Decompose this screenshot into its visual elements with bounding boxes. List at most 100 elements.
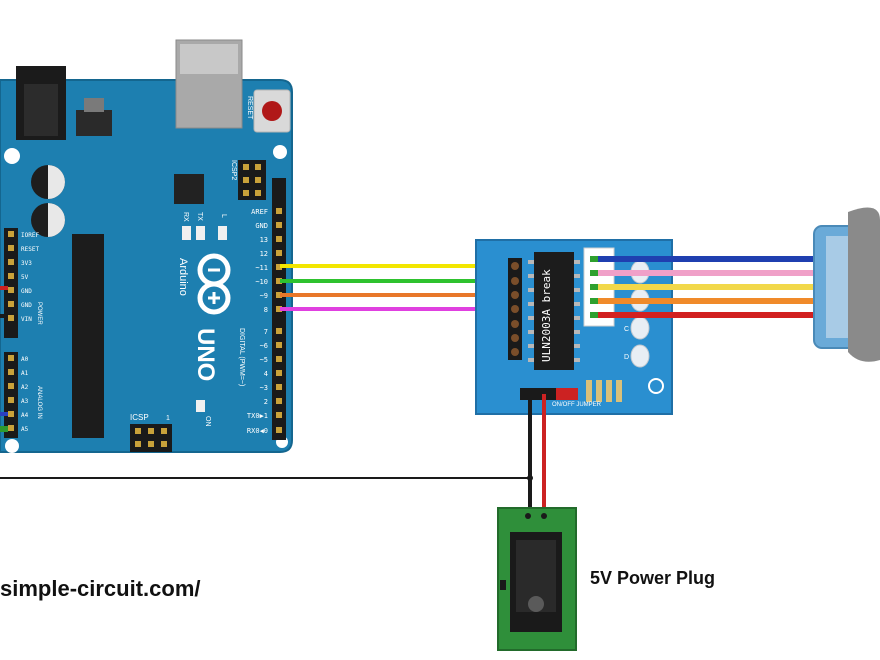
uln2003-driver-board: ULN2003A break ABCD ON/OFF JUMPER: [475, 239, 673, 415]
on-off-jumper-label: ON/OFF JUMPER: [552, 402, 602, 408]
power-plug-pad: [525, 513, 531, 519]
digital-pin-label: 2: [264, 398, 268, 406]
reset-button-cap: [262, 101, 282, 121]
stepper-motor: [813, 207, 880, 362]
digital-pin-label: ~10: [255, 278, 268, 286]
voltage-regulator: [76, 110, 112, 136]
digital-pin-label: 12: [260, 250, 268, 258]
analog-pin-label: A4: [21, 412, 29, 419]
arduino-logo: [197, 253, 231, 315]
dc-power-plug: [497, 507, 577, 651]
power-pin-label: IOREF: [21, 232, 39, 239]
digital-pin-socket: [276, 398, 282, 404]
digital-pin-label: ~6: [260, 342, 268, 350]
digital-label: DIGITAL (PWM=~): [238, 328, 245, 386]
l-led: [218, 226, 227, 240]
arduino-uno-board: RESET ICSP2 RX TX L Ardu: [0, 39, 293, 453]
digital-pin-socket: [276, 222, 282, 228]
arduino-brand-label: Arduino: [177, 258, 189, 296]
driver-logo-icon: [648, 378, 664, 394]
stepper-motor-body: [848, 207, 880, 362]
voltage-regulator-tab: [84, 98, 104, 112]
driver-led-group: ABCD: [624, 260, 650, 368]
power-plug-tab: [500, 580, 506, 590]
gnd-wire-stub: [0, 314, 8, 318]
power-pin-socket: [8, 287, 14, 293]
uln2003-chip: [534, 252, 574, 370]
digital-pin-socket: [276, 412, 282, 418]
power-header: [4, 228, 18, 338]
driver-led-label: C: [624, 326, 629, 333]
analog-pin-socket: [8, 411, 14, 417]
analog-pin-socket: [8, 383, 14, 389]
rx-label: RX: [182, 212, 189, 222]
power-pin-label: GND: [21, 302, 32, 309]
power-pin-socket: [8, 301, 14, 307]
power-pin-label: RESET: [21, 246, 39, 253]
tx-label: TX: [196, 212, 203, 221]
digital-pin-label: AREF: [251, 208, 268, 216]
digital-pin-socket: [276, 278, 282, 284]
digital-pin-label: 13: [260, 236, 268, 244]
a4-wire-stub: [0, 412, 8, 416]
resistor-array: [586, 380, 622, 402]
digital-pin-label: ~3: [260, 384, 268, 392]
motor-wires: [598, 256, 816, 318]
analog-pin-socket: [8, 425, 14, 431]
icsp-label: ICSP: [130, 413, 149, 422]
digital-pin-socket: [276, 208, 282, 214]
digital-pin-label: ~9: [260, 292, 268, 300]
digital-pin-label: TX0▶1: [247, 412, 268, 420]
analog-pin-label: A3: [21, 398, 29, 405]
analog-pin-label: A1: [21, 370, 29, 377]
website-label: simple-circuit.com/: [0, 576, 201, 601]
driver-power-header: [520, 388, 556, 400]
analog-pin-label: A2: [21, 384, 29, 391]
power-label: POWER: [36, 302, 42, 325]
power-plug-pad: [541, 513, 547, 519]
mounting-hole: [5, 439, 19, 453]
digital-pin-socket: [276, 342, 282, 348]
power-pin-socket: [8, 315, 14, 321]
power-pin-socket: [8, 245, 14, 251]
driver-led-label: D: [624, 354, 629, 361]
icsp-pin1-label: 1: [166, 415, 170, 422]
on-off-jumper: [556, 388, 578, 400]
power-plug-pin: [528, 596, 544, 612]
capacitor-marking: [48, 165, 65, 199]
power-pin-label: VIN: [21, 316, 32, 323]
power-wires: [0, 394, 546, 516]
digital-pin-label: 7: [264, 328, 268, 336]
digital-pin-socket: [276, 264, 282, 270]
icsp2-label: ICSP2: [230, 160, 237, 180]
analog-pin-socket: [8, 355, 14, 361]
power-pin-label: 5V: [21, 274, 29, 281]
analog-pin-socket: [8, 397, 14, 403]
5v-wire-stub: [0, 286, 8, 290]
usb-chip: [174, 174, 204, 204]
digital-pin-socket: [276, 306, 282, 312]
digital-pin-label: GND: [255, 222, 268, 230]
mounting-hole: [4, 148, 20, 164]
on-label: ON: [204, 416, 211, 427]
digital-pin-socket: [276, 370, 282, 376]
digital-pin-socket: [276, 384, 282, 390]
analog-pin-label: A5: [21, 426, 29, 433]
dc-barrel-jack-inner: [24, 84, 58, 136]
digital-pin-label: ~11: [255, 264, 268, 272]
rx-led: [182, 226, 191, 240]
icsp2-header: [238, 160, 266, 200]
digital-pin-label: 8: [264, 306, 268, 314]
analog-pin-socket: [8, 369, 14, 375]
digital-pin-label: 4: [264, 370, 268, 378]
analog-pin-label: A0: [21, 356, 29, 363]
on-led: [196, 400, 205, 412]
digital-pin-label: ~5: [260, 356, 268, 364]
uln2003-chip-label: ULN2003A break: [540, 269, 553, 362]
digital-pin-socket: [276, 236, 282, 242]
digital-pin-socket: [276, 356, 282, 362]
